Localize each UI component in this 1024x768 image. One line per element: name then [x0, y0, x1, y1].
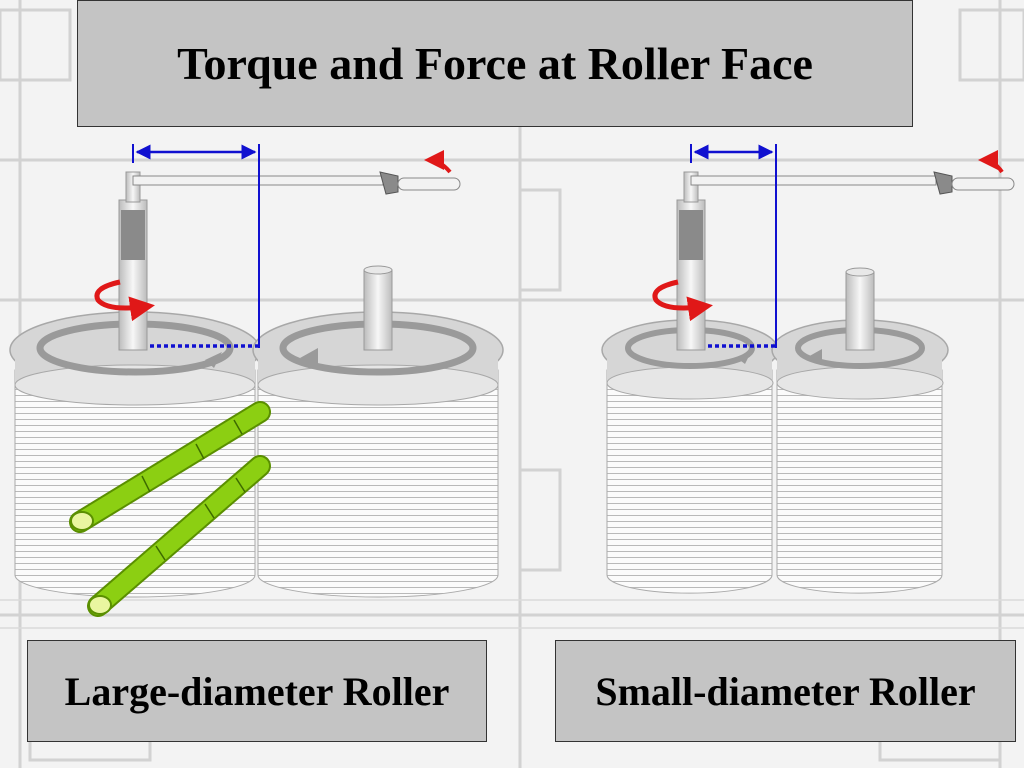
torque-wrench-icon: [690, 171, 1015, 195]
direction-arrow-icon: [424, 150, 452, 174]
lever-arm-measurement: [132, 144, 260, 348]
title-box: Torque and Force at Roller Face: [77, 0, 913, 127]
panel-small-roller: [601, 144, 1015, 594]
panel-large-roller: [9, 144, 504, 617]
small-roller-left-body: [606, 369, 773, 594]
large-roller-label-box: Large-diameter Roller: [27, 640, 487, 742]
small-roller-left-shaft: [676, 171, 706, 351]
large-roller-right-body: [257, 369, 499, 598]
torque-wrench-icon: [132, 171, 461, 195]
large-roller-right-shaft: [363, 265, 393, 351]
small-roller-right-body: [776, 369, 943, 594]
rotation-arrow-icon: [94, 279, 155, 322]
small-roller-label: Small-diameter Roller: [595, 668, 976, 714]
direction-arrow-icon: [978, 150, 1004, 174]
slide-title: Torque and Force at Roller Face: [177, 38, 813, 89]
lever-arm-measurement: [690, 144, 777, 348]
sugar-cane-icon: [69, 401, 271, 617]
large-roller-left-shaft: [118, 171, 148, 351]
rotation-arrow-icon: [652, 279, 713, 322]
large-roller-label: Large-diameter Roller: [64, 668, 450, 714]
small-roller-label-box: Small-diameter Roller: [555, 640, 1016, 742]
small-roller-right-shaft: [845, 267, 875, 351]
